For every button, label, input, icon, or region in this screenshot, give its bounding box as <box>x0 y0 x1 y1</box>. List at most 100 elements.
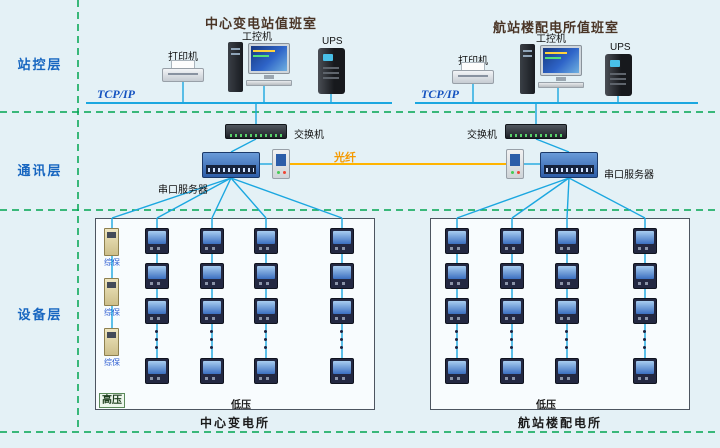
ellipsis-dots <box>340 330 343 333</box>
meter-buttons <box>638 317 652 320</box>
protection-relay-label: 综保 <box>104 308 120 317</box>
meter-buttons <box>450 377 464 380</box>
industrial-pc-icon <box>520 42 586 98</box>
fiber-converter-icon <box>506 149 524 179</box>
left-lv-label: 低压 <box>231 400 251 411</box>
meter-icon <box>254 228 278 254</box>
ellipsis-dots <box>565 330 568 333</box>
left-printer-label: 打印机 <box>168 52 198 63</box>
meter-screen <box>257 361 275 374</box>
fiber-converter-icon <box>272 149 290 179</box>
meter-buttons <box>638 247 652 250</box>
meter-buttons <box>560 247 574 250</box>
meter-icon <box>330 263 354 289</box>
meter-screen <box>558 361 576 374</box>
printer-body <box>162 68 204 82</box>
serial-server-icon <box>540 152 598 178</box>
meter-icon <box>633 358 657 384</box>
layer-label-device: 设备层 <box>17 307 63 322</box>
meter-icon <box>445 228 469 254</box>
protection-relay-label: 综保 <box>104 258 120 267</box>
switch-icon <box>225 124 287 139</box>
meter-buttons <box>560 317 574 320</box>
right-pc-label: 工控机 <box>536 34 566 45</box>
meter-buttons <box>560 377 574 380</box>
meter-screen <box>203 266 221 279</box>
protection-relay-icon <box>104 228 119 256</box>
meter-screen <box>503 301 521 314</box>
printer-icon <box>162 60 204 86</box>
right-printer-label: 打印机 <box>458 52 488 67</box>
right-switch-label: 交换机 <box>467 130 497 141</box>
meter-icon <box>445 263 469 289</box>
meter-screen <box>148 231 166 244</box>
meter-screen <box>636 361 654 374</box>
meter-icon <box>145 228 169 254</box>
meter-buttons <box>150 247 164 250</box>
meter-buttons <box>638 377 652 380</box>
meter-buttons <box>505 317 519 320</box>
ups-icon <box>318 48 345 94</box>
pc-tower-icon <box>228 42 243 92</box>
meter-buttons <box>335 317 349 320</box>
meter-icon <box>330 358 354 384</box>
meter-icon <box>555 358 579 384</box>
meter-screen <box>448 231 466 244</box>
meter-buttons <box>259 377 273 380</box>
protection-relay-icon <box>104 278 119 306</box>
meter-screen <box>636 266 654 279</box>
meter-buttons <box>205 377 219 380</box>
meter-icon <box>633 263 657 289</box>
meter-icon <box>254 263 278 289</box>
meter-buttons <box>259 317 273 320</box>
pc-stand <box>556 77 566 81</box>
meter-screen <box>257 231 275 244</box>
pc-monitor-icon <box>248 43 290 74</box>
layer-label-communication: 通讯层 <box>17 163 63 178</box>
meter-icon <box>445 358 469 384</box>
meter-screen <box>558 231 576 244</box>
meter-screen <box>148 361 166 374</box>
meter-screen <box>636 301 654 314</box>
meter-icon <box>555 263 579 289</box>
meter-screen <box>148 266 166 279</box>
meter-icon <box>633 298 657 324</box>
meter-icon <box>500 358 524 384</box>
meter-screen <box>203 361 221 374</box>
meter-buttons <box>335 282 349 285</box>
meter-icon <box>555 298 579 324</box>
meter-screen <box>333 266 351 279</box>
meter-screen <box>257 266 275 279</box>
left-ups-label: UPS <box>322 36 343 47</box>
meter-buttons <box>638 282 652 285</box>
ellipsis-dots <box>455 330 458 333</box>
meter-screen <box>148 301 166 314</box>
meter-screen <box>203 301 221 314</box>
meter-screen <box>558 266 576 279</box>
printer-icon <box>452 62 494 88</box>
meter-icon <box>145 358 169 384</box>
meter-buttons <box>335 377 349 380</box>
fiber-optic-label: 光纤 <box>334 152 356 164</box>
right-serial-server-label: 串口服务器 <box>604 170 654 181</box>
meter-icon <box>555 228 579 254</box>
meter-icon <box>445 298 469 324</box>
meter-screen <box>333 231 351 244</box>
left-switchgear-panel <box>95 218 375 410</box>
left-serial-server-label: 串口服务器 <box>158 185 208 196</box>
meter-icon <box>254 298 278 324</box>
meter-icon <box>330 228 354 254</box>
serial-server-icon <box>202 152 260 178</box>
left-tcpip-label: TCP/IP <box>97 87 135 101</box>
meter-icon <box>330 298 354 324</box>
pc-keyboard-icon <box>538 82 584 88</box>
meter-screen <box>558 301 576 314</box>
meter-icon <box>200 228 224 254</box>
meter-buttons <box>205 317 219 320</box>
printer-body <box>452 70 494 84</box>
meter-screen <box>257 301 275 314</box>
layer-separator-lines <box>0 0 720 433</box>
meter-buttons <box>560 282 574 285</box>
meter-buttons <box>205 247 219 250</box>
left-pc-label: 工控机 <box>242 32 272 43</box>
